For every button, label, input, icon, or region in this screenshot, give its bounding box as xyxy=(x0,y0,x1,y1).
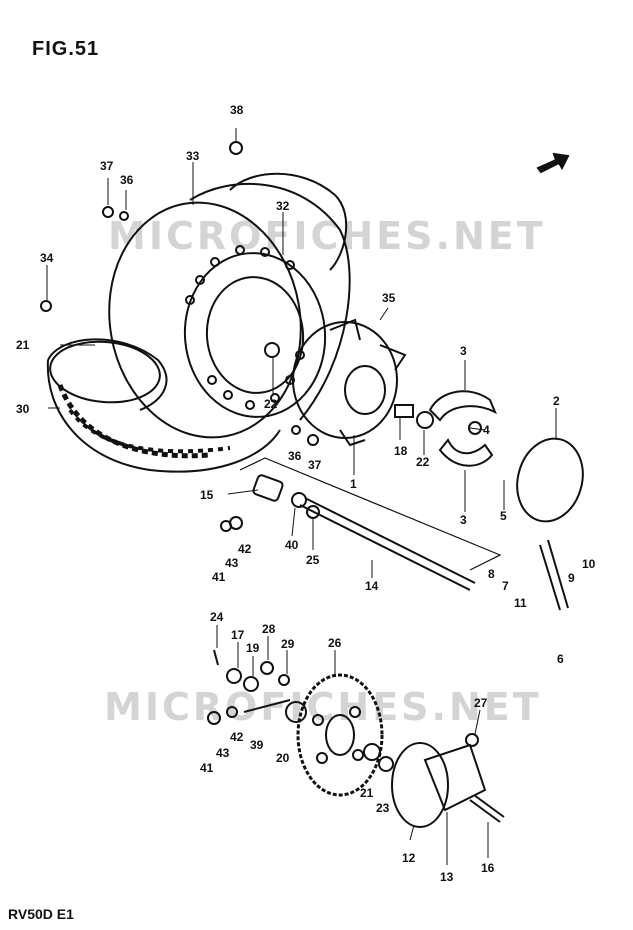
brake-panel xyxy=(516,437,584,523)
washer-36b xyxy=(291,425,301,435)
callout-21b: 21 xyxy=(360,786,374,800)
brake-arm xyxy=(539,539,569,611)
brake-shoe-lower xyxy=(438,438,494,467)
callout-3a: 3 xyxy=(460,344,467,358)
callout-27: 27 xyxy=(474,696,488,710)
callout-10: 10 xyxy=(582,557,596,571)
callout-23: 23 xyxy=(376,801,390,815)
callout-9: 9 xyxy=(568,571,575,585)
collar-23 xyxy=(378,756,394,772)
callout-16: 16 xyxy=(481,861,495,875)
callout-8: 8 xyxy=(488,567,495,581)
callout-5: 5 xyxy=(500,509,507,523)
watermark-bottom: MICROFICHES.NET xyxy=(104,685,542,729)
bolt-27 xyxy=(465,733,479,747)
callout-6: 6 xyxy=(557,652,564,666)
callout-34: 34 xyxy=(40,251,54,265)
callout-15: 15 xyxy=(200,488,214,502)
callout-43b: 43 xyxy=(216,746,230,760)
washer-19 xyxy=(243,676,259,692)
axle xyxy=(299,497,476,591)
callout-22b: 22 xyxy=(416,455,430,469)
callout-36a: 36 xyxy=(120,173,134,187)
model-code: RV50D E1 xyxy=(8,906,74,922)
sprocket-bolt xyxy=(469,794,505,823)
damper xyxy=(423,743,487,812)
callout-24: 24 xyxy=(210,610,224,624)
callout-30: 30 xyxy=(16,402,30,416)
callout-37a: 37 xyxy=(100,159,114,173)
callout-19: 19 xyxy=(246,641,260,655)
cotter-pin-24 xyxy=(213,649,219,666)
washer-40 xyxy=(291,492,307,508)
callout-29: 29 xyxy=(281,637,295,651)
callout-32: 32 xyxy=(276,199,290,213)
bearing-22b xyxy=(416,411,434,429)
callout-42a: 42 xyxy=(238,542,252,556)
rim-outer xyxy=(108,172,351,439)
callout-2: 2 xyxy=(553,394,560,408)
rim-inner xyxy=(183,245,327,418)
callout-7: 7 xyxy=(502,579,509,593)
callout-4: 4 xyxy=(483,423,490,437)
callout-39: 39 xyxy=(250,738,264,752)
brake-shoe-upper xyxy=(428,390,497,422)
nut-37b xyxy=(307,434,319,446)
nut-42b xyxy=(226,706,238,718)
callout-42b: 42 xyxy=(230,730,244,744)
callout-11: 11 xyxy=(514,596,527,610)
sprocket-hub xyxy=(391,742,449,828)
callout-25: 25 xyxy=(306,553,320,567)
bearing-21b xyxy=(363,743,381,761)
washer-43b xyxy=(207,711,221,725)
hub xyxy=(292,318,407,447)
axle-box xyxy=(239,457,502,571)
watermark-top: MICROFICHES.NET xyxy=(108,214,546,258)
sprocket xyxy=(296,673,384,797)
nut-37a xyxy=(102,206,114,218)
spacer xyxy=(252,474,284,502)
callout-14: 14 xyxy=(365,579,379,593)
callout-41a: 41 xyxy=(212,570,226,584)
callout-1: 1 xyxy=(350,477,357,491)
bolt-28 xyxy=(260,661,274,675)
nut-17 xyxy=(226,668,242,684)
callout-43a: 43 xyxy=(225,556,239,570)
callout-22a: 22 xyxy=(264,397,278,411)
bolt-34 xyxy=(40,300,52,312)
front-arrow-icon xyxy=(536,152,570,174)
washer-43a xyxy=(220,520,232,532)
callout-33: 33 xyxy=(186,149,200,163)
washer-36a xyxy=(119,211,129,221)
callout-26: 26 xyxy=(328,636,342,650)
callout-17: 17 xyxy=(231,628,245,642)
callout-35: 35 xyxy=(382,291,396,305)
callout-18: 18 xyxy=(394,444,408,458)
callout-28: 28 xyxy=(262,622,276,636)
bearing-20 xyxy=(285,701,307,723)
callout-37b: 37 xyxy=(308,458,322,472)
nut-38 xyxy=(229,141,243,155)
callout-12: 12 xyxy=(402,851,416,865)
callout-20: 20 xyxy=(276,751,290,765)
bolt-39 xyxy=(243,699,291,713)
callout-36b: 36 xyxy=(288,449,302,463)
bearing-22a xyxy=(264,342,280,358)
callout-38: 38 xyxy=(230,103,244,117)
tire xyxy=(46,338,281,473)
callout-21a: 21 xyxy=(16,338,30,352)
callout-13: 13 xyxy=(440,870,454,884)
callout-41b: 41 xyxy=(200,761,214,775)
callout-40: 40 xyxy=(285,538,299,552)
figure-title: FIG.51 xyxy=(32,38,100,60)
callout-3b: 3 xyxy=(460,513,467,527)
cam-4 xyxy=(468,421,482,435)
collar-18 xyxy=(394,404,414,418)
washer-29 xyxy=(278,674,290,686)
